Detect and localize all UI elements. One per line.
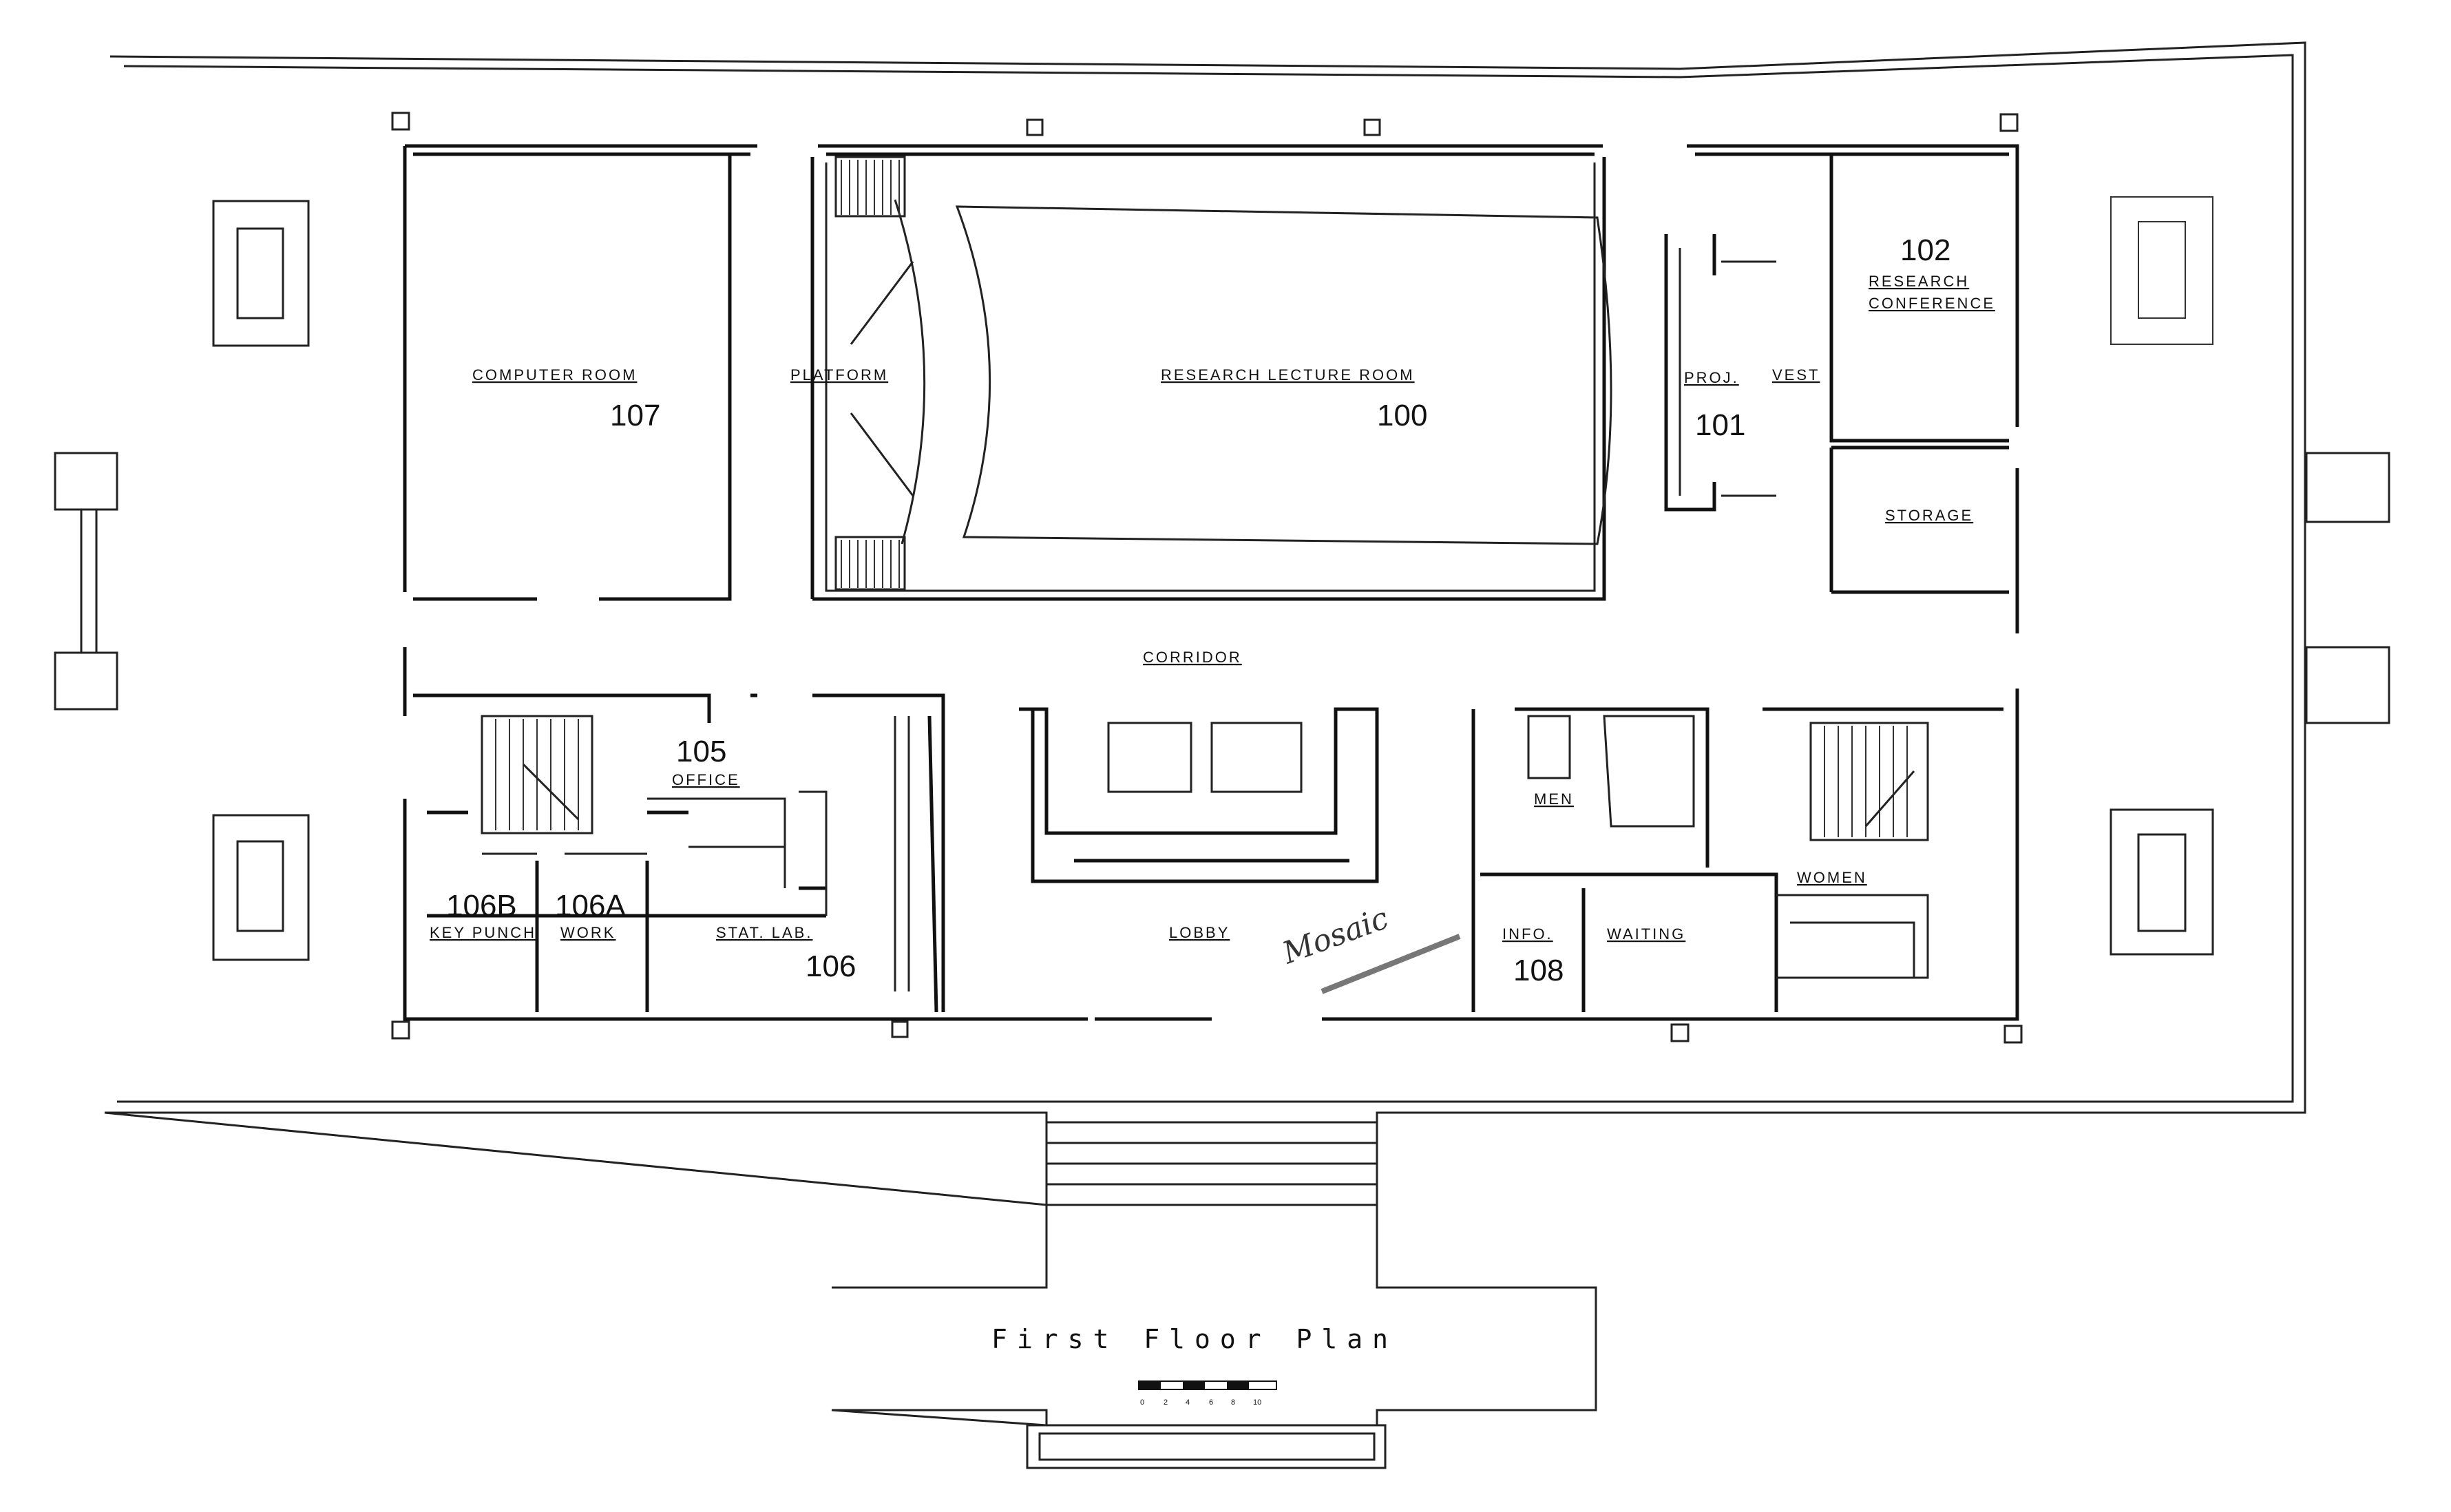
number-proj: 101 — [1695, 408, 1745, 442]
stair-left — [481, 715, 593, 834]
label-stat-lab: STAT. LAB. — [716, 924, 812, 941]
platform-stairs — [834, 156, 906, 591]
building-walls — [403, 144, 2019, 1021]
scale-tick: 6 — [1209, 1398, 1213, 1407]
label-lobby: LOBBY — [1169, 924, 1230, 941]
label-computer-room: COMPUTER ROOM — [472, 366, 637, 384]
handwritten-annotation: Mosaic — [1277, 901, 1393, 972]
stair-right — [1809, 722, 1929, 841]
label-info: INFO. — [1502, 925, 1553, 943]
number-computer-room: 107 — [610, 399, 660, 432]
label-platform: PLATFORM — [790, 366, 888, 384]
label-vest: VEST — [1772, 366, 1820, 384]
number-info: 108 — [1513, 954, 1564, 987]
label-research-conf-1: RESEARCH — [1869, 273, 1969, 290]
label-women: WOMEN — [1797, 869, 1867, 886]
scale-tick: 10 — [1253, 1398, 1261, 1407]
number-key-punch: 106B — [446, 889, 517, 923]
outer-boundary — [104, 41, 2306, 1206]
label-research-conf-2: CONFERENCE — [1869, 295, 1995, 312]
scale-tick: 8 — [1231, 1398, 1235, 1407]
number-research-conf: 102 — [1900, 233, 1950, 267]
label-office: OFFICE — [672, 771, 740, 788]
label-proj: PROJ. — [1684, 369, 1739, 386]
side-features — [54, 112, 2390, 1044]
label-men: MEN — [1534, 790, 1574, 808]
label-storage: STORAGE — [1885, 507, 1973, 524]
number-lecture-room: 100 — [1377, 399, 1427, 432]
number-work: 106A — [555, 889, 626, 923]
number-stat-lab: 106 — [806, 949, 856, 983]
scale-bar: 0 2 4 6 8 10 — [1138, 1380, 1277, 1407]
label-corridor: CORRIDOR — [1143, 649, 1242, 666]
scale-tick: 0 — [1140, 1398, 1144, 1407]
plan-title: First Floor Plan — [991, 1324, 1398, 1354]
scale-tick: 2 — [1164, 1398, 1168, 1407]
label-key-punch: KEY PUNCH — [430, 924, 536, 941]
label-work: WORK — [560, 924, 616, 941]
label-waiting: WAITING — [1607, 925, 1685, 943]
entry-steps — [831, 1100, 1597, 1469]
number-office: 105 — [676, 735, 726, 768]
label-lecture-room: RESEARCH LECTURE ROOM — [1161, 366, 1415, 384]
scale-tick: 4 — [1186, 1398, 1190, 1407]
